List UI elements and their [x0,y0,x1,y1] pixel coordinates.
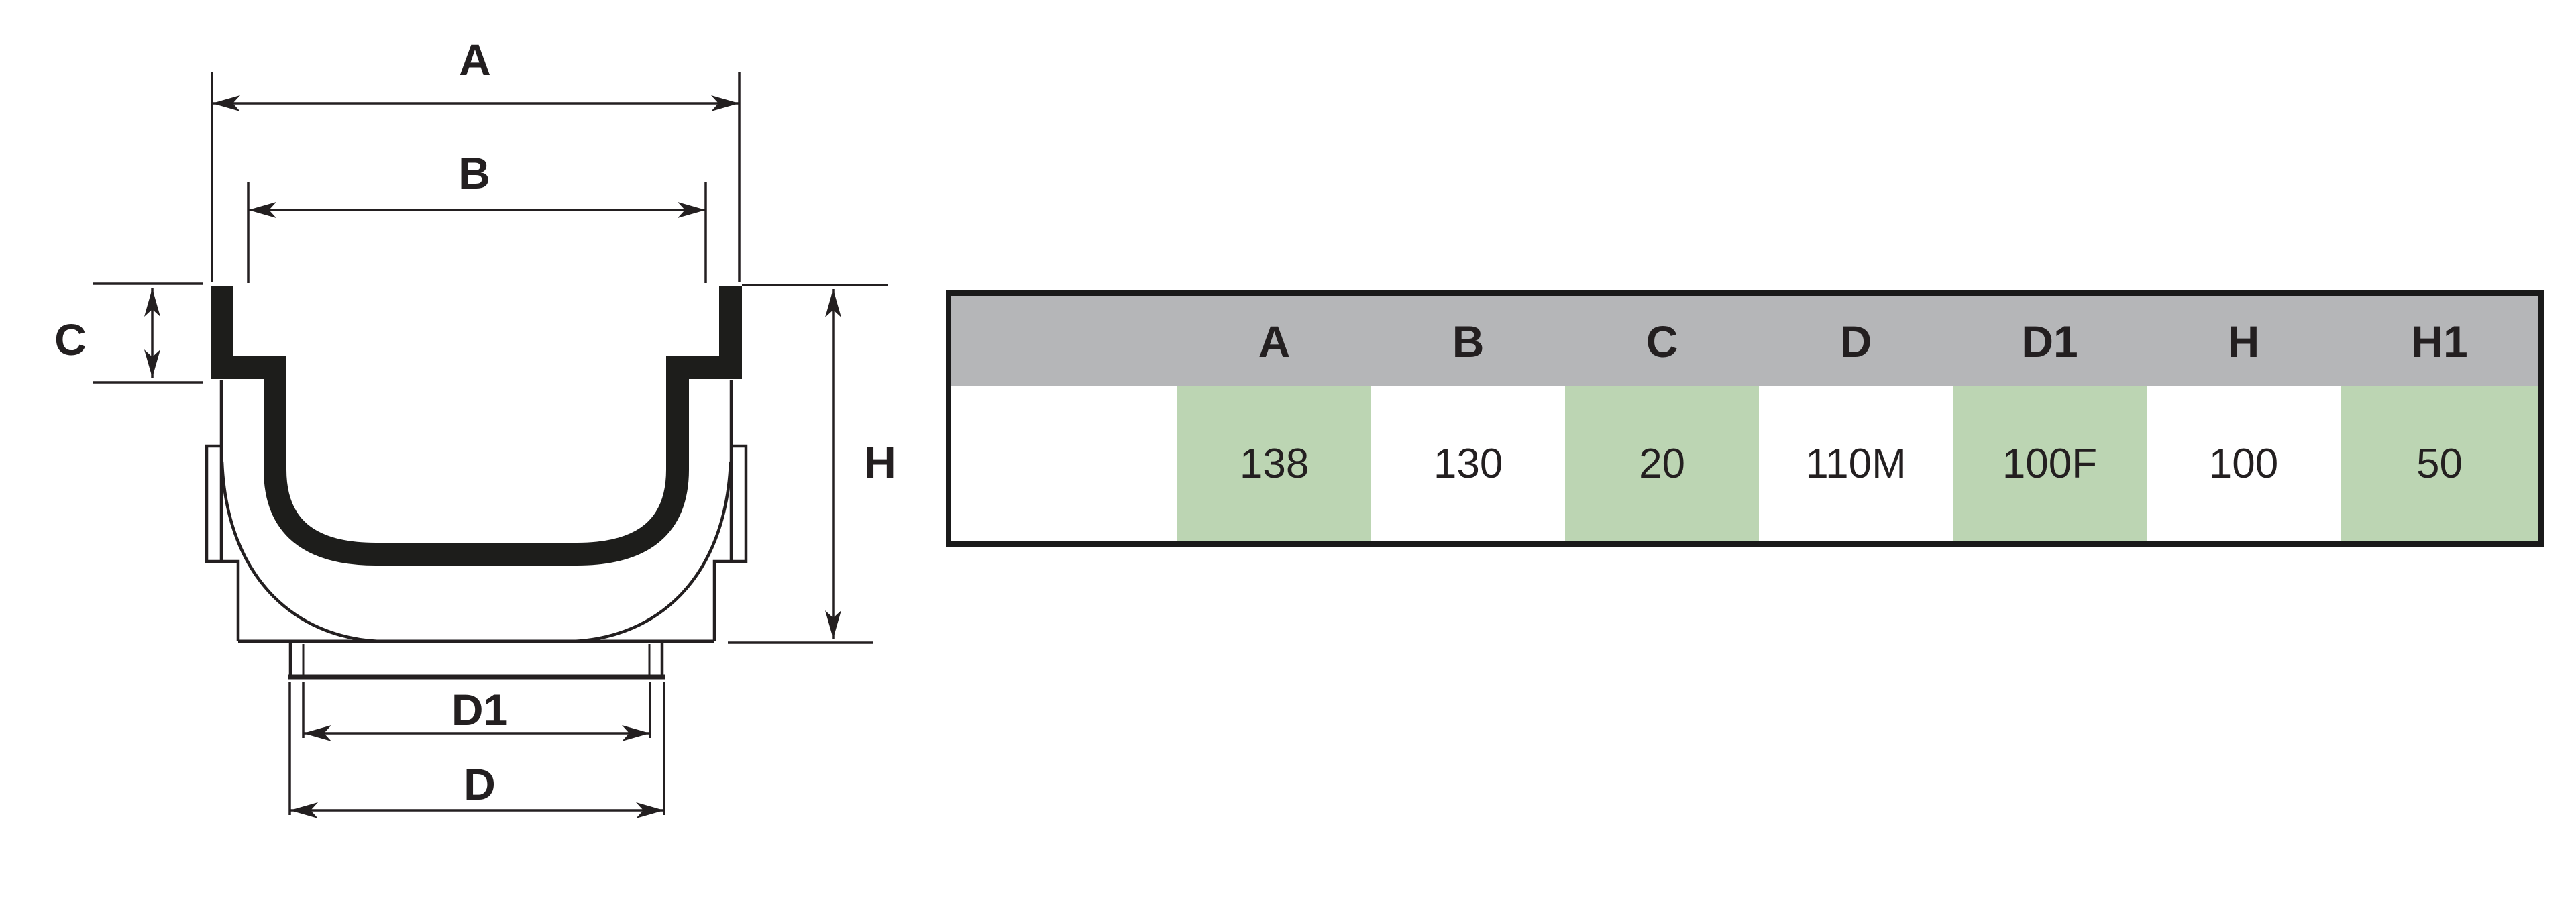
channel-liner [211,286,742,566]
body-left-rib [205,444,221,563]
dimension-d1 [302,682,651,741]
header-cell-c: C [1565,293,1760,386]
header-cell-a: A [1177,293,1372,386]
dim-label-h: H [864,437,896,487]
value-cell-a: 138 [1177,386,1372,544]
dimensions-table: A B C D D1 H H1 138 130 20 110M 100F 100… [946,290,2544,547]
value-cell-blank [949,386,1178,544]
dimension-h [728,284,888,644]
dim-label-b: B [458,148,490,198]
dim-label-c: C [54,315,87,364]
table-value-row: 138 130 20 110M 100F 100 50 [949,386,2541,544]
header-cell-h1: H1 [2340,293,2541,386]
dimension-b [247,182,707,283]
dimension-c [93,282,203,384]
value-cell-h: 100 [2146,386,2341,544]
header-cell-d1: D1 [1953,293,2147,386]
body-right-rib [731,444,748,563]
dimension-a [211,72,741,282]
dim-label-d: D [464,759,496,809]
value-cell-c: 20 [1565,386,1760,544]
dimension-d [288,682,665,818]
header-cell-b: B [1371,293,1566,386]
value-cell-h1: 50 [2340,386,2541,544]
value-cell-d1: 100F [1953,386,2147,544]
channel-cross-section-drawing: A B C H [54,35,896,818]
value-cell-d: 110M [1759,386,1953,544]
channel-body-outline [205,380,748,643]
value-cell-b: 130 [1371,386,1566,544]
spigot-outlet [288,643,665,680]
header-cell-blank [949,293,1178,386]
table-header-row: A B C D D1 H H1 [949,293,2541,386]
dim-label-d1: D1 [451,685,508,735]
header-cell-h: H [2146,293,2341,386]
body-cavity-arc [220,461,733,643]
dim-label-a: A [459,35,491,85]
header-cell-d: D [1759,293,1953,386]
